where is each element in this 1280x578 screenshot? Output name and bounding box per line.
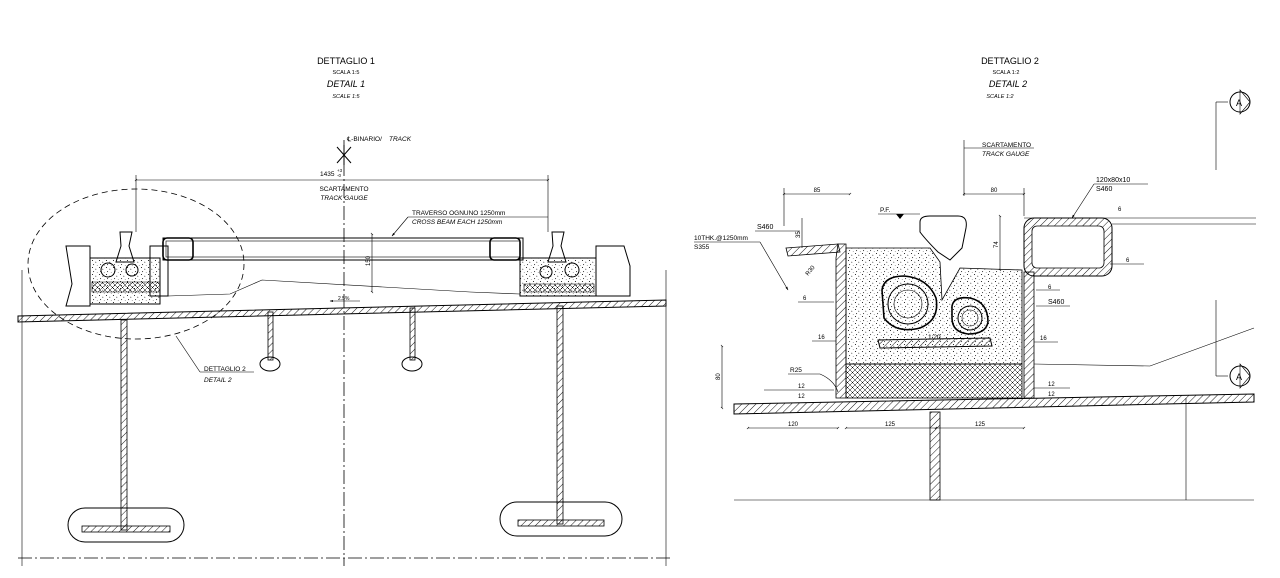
gauge-value: 1435: [320, 171, 335, 178]
svg-text:R30: R30: [805, 264, 817, 277]
svg-text:12: 12: [798, 394, 805, 400]
plate-thk-note: 10THK.@1250mm: [694, 235, 748, 242]
detail-2-title-it: DETTAGLIO 2: [981, 56, 1039, 66]
svg-text:16: 16: [818, 335, 825, 341]
gauge2-label-en: TRACK GAUGE: [982, 151, 1030, 158]
detail-2-callout-ellipse: [27, 188, 245, 340]
gauge2-label-it: SCARTAMENTO: [982, 142, 1031, 149]
svg-text:12: 12: [1048, 382, 1055, 388]
svg-text:TRACK: TRACK: [389, 136, 412, 143]
mat-s460-c: S460: [1048, 299, 1064, 306]
gauge-dimension: 1435 +3 -0 SCARTAMENTO TRACK GAUGE: [134, 168, 550, 232]
bottom-flanges: [67, 501, 623, 543]
trough-left-wall: [835, 243, 847, 399]
svg-text:74: 74: [994, 241, 1000, 248]
girder-webs: [120, 305, 564, 531]
gauge-label-en: TRACK GAUGE: [320, 195, 368, 202]
detail-2-scale-it: SCALA 1:2: [993, 70, 1020, 76]
cross-beam-note: TRAVERSO OGNUNO 1250mm CROSS BEAM EACH 1…: [391, 210, 548, 237]
incl-label: 1:20: [928, 334, 941, 341]
svg-text:80: 80: [991, 188, 998, 194]
boot-large: [881, 275, 938, 331]
lower-web: [929, 411, 941, 501]
svg-text:-0: -0: [337, 173, 341, 178]
deck-plate-2: [733, 393, 1255, 415]
detail-2-scale-en: SCALE 1:2: [986, 94, 1013, 100]
detail-2-title-block: DETTAGLIO 2 SCALA 1:2 DETAIL 2 SCALE 1:2: [981, 56, 1039, 100]
pf-label: P.F.: [880, 207, 891, 214]
boot-small: [951, 296, 989, 335]
rail-head: [919, 215, 967, 261]
callout-it: DETTAGLIO 2: [204, 366, 246, 373]
detail-2: DETTAGLIO 2 SCALA 1:2 DETAIL 2 SCALE 1:2…: [694, 56, 1256, 501]
svg-text:CROSS BEAM EACH 1250mm: CROSS BEAM EACH 1250mm: [412, 219, 503, 226]
svg-text:℄-BINARIO/: ℄-BINARIO/: [346, 136, 382, 143]
mat-s460-b: S460: [1096, 186, 1112, 193]
detail-1-title-en: DETAIL 1: [327, 79, 365, 89]
detail-1: DETTAGLIO 1 SCALA 1:5 DETAIL 1 SCALE 1:5…: [17, 56, 672, 566]
svg-text:2.5%: 2.5%: [338, 296, 350, 302]
inclined-base-plate: [877, 337, 993, 349]
section-marker-a-bottom: A: [1215, 300, 1251, 389]
detail-2-title-en: DETAIL 2: [989, 79, 1027, 89]
section-marker-a-top: A: [1215, 89, 1251, 170]
rhs-section: 120x80x10 S460 6 6: [1023, 177, 1256, 277]
dim-150: 150: [366, 255, 372, 266]
detail-1-title-block: DETTAGLIO 1 SCALA 1:5 DETAIL 1 SCALE 1:5: [317, 56, 375, 100]
right-rail: [547, 231, 567, 263]
track-cl-symbol: ℄-BINARIO/ TRACK: [336, 136, 412, 165]
left-rail: [115, 231, 135, 263]
right-rail-assembly: [519, 231, 631, 297]
deck-plate: [17, 299, 667, 323]
svg-text:+3: +3: [337, 168, 343, 173]
gauge-label-it: SCARTAMENTO: [319, 186, 368, 193]
svg-text:80: 80: [716, 373, 722, 380]
svg-text:6: 6: [1048, 285, 1052, 291]
svg-text:6: 6: [1118, 207, 1122, 213]
svg-text:35: 35: [796, 231, 802, 238]
detail-1-scale-it: SCALA 1:5: [333, 70, 360, 76]
svg-text:85: 85: [814, 188, 821, 194]
svg-text:A: A: [1236, 372, 1242, 382]
svg-text:TRAVERSO OGNUNO 1250mm: TRAVERSO OGNUNO 1250mm: [412, 210, 505, 217]
svg-text:6: 6: [803, 296, 807, 302]
svg-text:125: 125: [975, 422, 986, 428]
rhs-label: 120x80x10: [1096, 177, 1130, 184]
base-concrete: [845, 363, 1023, 399]
mat-s460-a: S460: [757, 224, 773, 231]
svg-text:16: 16: [1040, 336, 1047, 342]
svg-text:12: 12: [1048, 392, 1055, 398]
svg-text:12: 12: [798, 384, 805, 390]
svg-text:6: 6: [1126, 258, 1130, 264]
trough-right-wall: [1023, 271, 1035, 399]
plate-mat-note: S355: [694, 244, 710, 251]
svg-text:R25: R25: [790, 367, 802, 374]
detail-1-scale-en: SCALE 1:5: [332, 94, 360, 100]
left-rail-assembly: [65, 231, 169, 307]
callout-en: DETAIL 2: [204, 377, 232, 384]
detail-1-title-it: DETTAGLIO 1: [317, 56, 375, 66]
svg-text:125: 125: [885, 422, 896, 428]
svg-text:120: 120: [788, 422, 799, 428]
svg-text:A: A: [1236, 98, 1242, 108]
